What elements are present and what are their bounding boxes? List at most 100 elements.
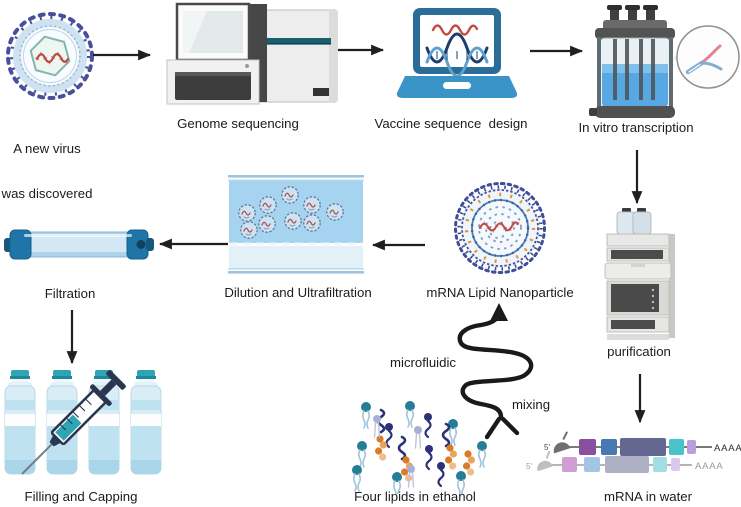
utr-segment <box>579 439 596 455</box>
bioreactor-base <box>595 106 675 118</box>
bioreactor-ports <box>607 5 658 22</box>
lipid-nanoparticle-label: mRNA Lipid Nanoparticle <box>426 285 574 300</box>
lnp-inner-beads <box>470 198 530 258</box>
lnp-mrna-cargo <box>479 221 519 232</box>
syringe-needle <box>21 443 53 475</box>
hplc-stack-icon <box>604 208 675 340</box>
frame-left <box>597 37 601 111</box>
mrna-sequence-wave <box>431 24 479 36</box>
mixer-output-arrowhead <box>490 303 508 321</box>
virus-spike-knobs <box>6 12 94 100</box>
virus-membrane-dots <box>19 25 81 87</box>
mrna-construct-icon: 5' AAAA 5' AAAA <box>526 431 741 473</box>
lnp-peg-knobs <box>454 182 546 274</box>
filling-capping-label: Filling and Capping <box>24 489 138 504</box>
syringe-liquid <box>55 414 82 441</box>
vial-4 <box>130 369 162 475</box>
filter-capsule-icon <box>4 229 154 260</box>
channel-wall-top <box>228 175 364 178</box>
sequencer-button <box>245 64 249 68</box>
stack-side <box>669 234 675 338</box>
utr3-segment <box>669 439 684 455</box>
virus-capsid-hexagon <box>29 35 71 77</box>
five-prime-cap-1 <box>553 431 571 454</box>
screen-glare <box>183 11 207 53</box>
ultrafiltration-cell-icon <box>228 175 364 274</box>
autosampler-notch <box>631 263 645 267</box>
syringe-plunger-handle <box>106 370 126 390</box>
mrna-in-water-label: mRNA in water <box>604 489 692 504</box>
lipid-mixture-icon <box>351 400 488 494</box>
mrna-strand-1: 5' AAAA <box>544 431 741 456</box>
capsule-cap-left <box>9 229 32 260</box>
pump-panel <box>611 250 663 259</box>
channel-wall-bottom <box>228 271 364 274</box>
impeller-rods <box>613 39 655 100</box>
channel-wall-top-inner <box>228 179 364 182</box>
genome-sequencing-label: Genome sequencing <box>177 116 299 131</box>
mixing-label: mixing <box>511 397 551 412</box>
purification-label: purification <box>607 344 671 359</box>
laptop-trackpad <box>443 82 471 89</box>
module-tray <box>606 233 670 247</box>
syringe <box>21 370 126 475</box>
liquid-surface <box>602 64 668 73</box>
virus-label-line2: was discovered <box>1 186 93 201</box>
template-strand-gap <box>688 63 702 73</box>
utr-segment-faded <box>562 457 577 472</box>
syringe-hub <box>49 434 62 447</box>
laptop-dna-icon <box>396 8 518 98</box>
lnp-outer-membrane <box>461 189 539 267</box>
in-vitro-transcription-label: In vitro transcription <box>578 120 694 135</box>
five-prime-label-2: 5' <box>526 462 532 471</box>
sequencer-slot-shadow <box>267 43 331 45</box>
syringe-flange <box>90 384 112 406</box>
virus-label: A new virus was discovered <box>2 111 93 231</box>
lipid-nanoparticle-icon <box>454 182 546 274</box>
four-lipids-label: Four lipids in ethanol <box>354 489 476 504</box>
viral-rna-squiggle <box>35 52 70 64</box>
bioreactor-lid-upper <box>603 20 667 30</box>
sequencer-badge <box>313 88 329 96</box>
drawer-edge <box>175 72 251 76</box>
dilution-ultrafiltration-label: Dilution and Ultrafiltration <box>224 285 372 300</box>
detector-leds <box>651 288 655 310</box>
filtration-label: Filtration <box>44 286 96 301</box>
capsule-inner-tube <box>22 236 136 252</box>
coding-segment <box>620 438 666 456</box>
syringe-scale-ticks <box>59 398 92 431</box>
mrna-strand-2: 5' AAAA <box>526 450 724 473</box>
vials-syringe-icon <box>4 369 162 475</box>
syringe-plunger-rod <box>100 379 117 396</box>
bioreactor-lid <box>595 28 675 39</box>
coding-segment-faded <box>605 456 649 473</box>
outlet-nub <box>146 238 154 251</box>
poly-a-label-2: AAAA <box>695 461 724 472</box>
signal-segment <box>601 439 617 455</box>
signal-segment-faded <box>584 457 600 472</box>
lnp-spikes <box>457 185 543 271</box>
microfluidic-label: microfluidic <box>390 355 456 370</box>
poly-a-label-1: AAAA <box>714 443 741 454</box>
sequencer-side-shade <box>329 10 337 102</box>
lnp-helper-lipids <box>464 192 536 264</box>
sequencer-slot <box>267 38 331 43</box>
permeate-channel <box>229 246 363 268</box>
solvent-bottles <box>616 208 652 235</box>
bioreactor-icon <box>589 5 740 118</box>
tail-segment <box>687 440 696 454</box>
dna-helix-rungs <box>436 50 478 60</box>
dna-sequencer-icon <box>166 2 338 105</box>
stack-base <box>607 334 669 340</box>
detector-panel <box>611 284 659 312</box>
sequencer-drawer <box>175 72 251 100</box>
vaccine-design-label: Vaccine sequence design <box>374 116 528 131</box>
base-nub <box>589 108 597 116</box>
channel-wall-bottom-inner <box>228 268 364 270</box>
five-prime-cap-2 <box>537 450 553 472</box>
vial-1 <box>4 369 36 475</box>
virus-icon <box>6 12 94 100</box>
template-strand-tail <box>699 61 723 71</box>
virus-spike-stems <box>10 16 90 96</box>
